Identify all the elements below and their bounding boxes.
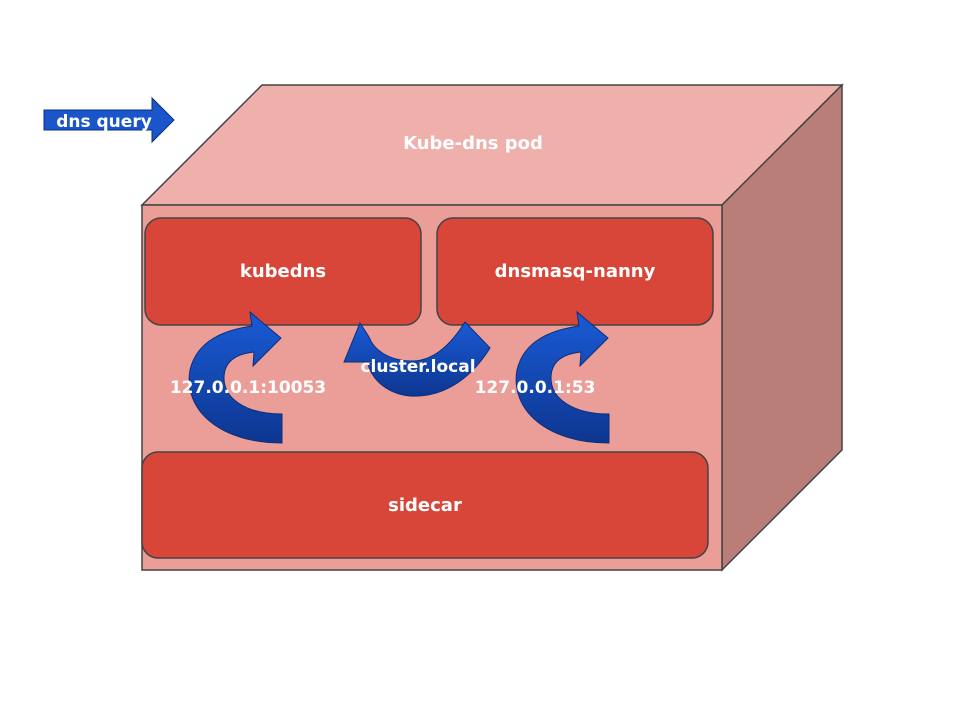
kubedns-label: kubedns <box>240 261 326 282</box>
sidecar-label: sidecar <box>388 495 462 516</box>
sidecar-container: sidecar <box>141 451 709 559</box>
dnsmasq-nanny-container: dnsmasq-nanny <box>436 217 714 326</box>
right-flow-label: 127.0.0.1:53 <box>475 378 596 398</box>
dnsmasq-nanny-label: dnsmasq-nanny <box>495 261 656 282</box>
middle-flow-label: cluster.local <box>360 357 475 377</box>
pod-title: Kube-dns pod <box>403 133 543 154</box>
dns-query-label: dns query <box>56 112 152 132</box>
middle-u-arrow <box>343 321 491 397</box>
kubedns-container: kubedns <box>144 217 422 326</box>
dns-query-arrow: dns query <box>43 96 175 144</box>
right-curved-arrow <box>515 310 610 444</box>
left-curved-arrow <box>188 310 283 444</box>
left-flow-label: 127.0.0.1:10053 <box>170 378 326 398</box>
